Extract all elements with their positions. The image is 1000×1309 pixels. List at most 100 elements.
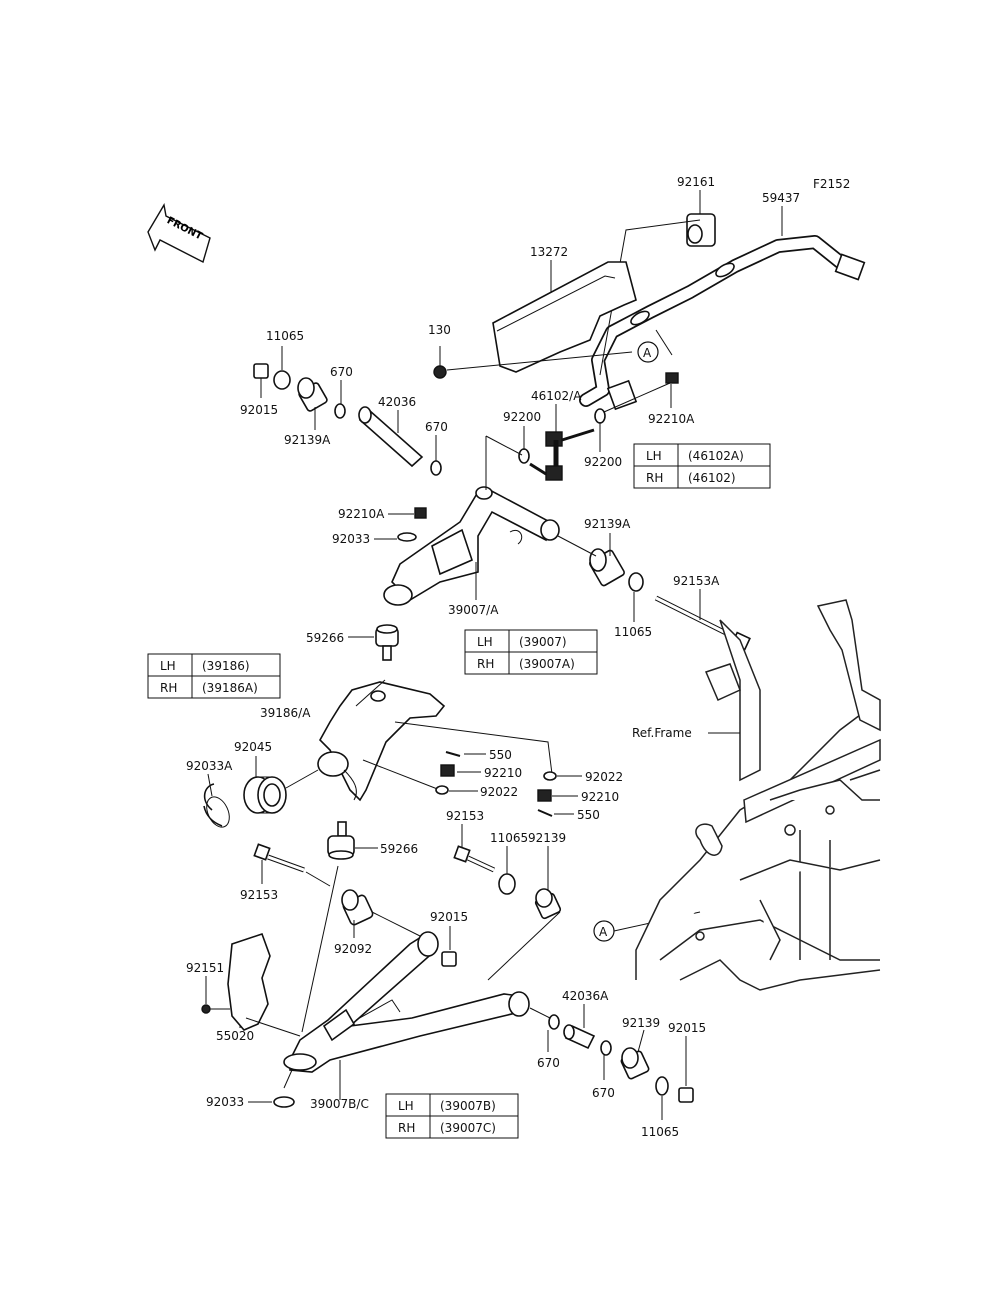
nut-92210a-arm bbox=[414, 507, 427, 519]
label-92092: 92092 bbox=[334, 942, 372, 956]
label-670-a: 670 bbox=[330, 365, 353, 379]
nut-92015-mid bbox=[441, 951, 457, 967]
svg-text:(39007B): (39007B) bbox=[440, 1099, 496, 1113]
collar-42036 bbox=[358, 406, 424, 468]
guard-55020 bbox=[227, 932, 271, 1031]
svg-text:RH: RH bbox=[477, 657, 494, 671]
nut-92210a-upper bbox=[665, 372, 679, 384]
label-92153-b: 92153 bbox=[240, 888, 278, 902]
steering-knuckle bbox=[317, 681, 446, 802]
bushing-92139-lower bbox=[620, 1047, 650, 1080]
label-59437: 59437 bbox=[762, 191, 800, 205]
label-550-b: 550 bbox=[577, 808, 600, 822]
svg-text:RH: RH bbox=[646, 471, 663, 485]
table-39007: LH (39007) RH (39007A) bbox=[464, 629, 598, 675]
table-39007b: LH (39007B) RH (39007C) bbox=[385, 1093, 519, 1139]
bushing-92092 bbox=[341, 889, 374, 926]
label-670-d: 670 bbox=[592, 1086, 615, 1100]
bolt-92153-left bbox=[253, 843, 305, 873]
oring-670-upper-a bbox=[334, 403, 346, 419]
stabilizer-link-46102 bbox=[529, 428, 595, 481]
svg-text:RH: RH bbox=[398, 1121, 415, 1135]
label-11065-b: 11065 bbox=[614, 625, 652, 639]
oring-670-upper-b bbox=[430, 460, 442, 476]
label-92210-a: 92210 bbox=[484, 766, 522, 780]
label-92015-b: 92015 bbox=[430, 910, 468, 924]
label-92210a-b: 92210A bbox=[338, 507, 385, 521]
stabilizer-bar bbox=[579, 235, 866, 411]
label-92139a-a: 92139A bbox=[284, 433, 331, 447]
nut-92015-upper bbox=[253, 363, 269, 379]
skid-plate-13272 bbox=[492, 261, 637, 373]
label-92161: 92161 bbox=[677, 175, 715, 189]
label-92200-a: 92200 bbox=[503, 410, 541, 424]
nut-92210-left bbox=[440, 764, 455, 777]
washer-11065-right bbox=[628, 572, 644, 592]
label-92139-a: 92139 bbox=[528, 831, 566, 845]
figure-code: F2152 bbox=[813, 177, 850, 191]
label-92139a-b: 92139A bbox=[584, 517, 631, 531]
label-42036a: 42036A bbox=[562, 989, 609, 1003]
label-92022-a: 92022 bbox=[480, 785, 518, 799]
lower-a-arm bbox=[283, 931, 530, 1073]
circlip-92033-lower bbox=[273, 1096, 295, 1108]
bushing-92161 bbox=[686, 213, 716, 247]
label-92139-b: 92139 bbox=[622, 1016, 660, 1030]
label-ref-frame: Ref.Frame bbox=[632, 726, 692, 740]
label-92045: 92045 bbox=[234, 740, 272, 754]
circlip-92033-upper bbox=[397, 532, 417, 542]
label-92151: 92151 bbox=[186, 961, 224, 975]
oring-670-lower-b bbox=[600, 1040, 612, 1056]
nut-92015-lower bbox=[678, 1087, 694, 1103]
label-59266-b: 59266 bbox=[380, 842, 418, 856]
bearing-92045 bbox=[243, 776, 287, 814]
washer-92022-right bbox=[543, 771, 557, 781]
label-92210-b: 92210 bbox=[581, 790, 619, 804]
washer-92200-right bbox=[594, 408, 606, 424]
svg-text:LH: LH bbox=[646, 449, 662, 463]
svg-text:(39186A): (39186A) bbox=[202, 681, 258, 695]
label-11065-a: 11065 bbox=[266, 329, 304, 343]
label-92153a: 92153A bbox=[673, 574, 720, 588]
bushing-92139-mid bbox=[534, 888, 562, 920]
svg-text:(39186): (39186) bbox=[202, 659, 250, 673]
label-670-c: 670 bbox=[537, 1056, 560, 1070]
front-arrow-icon: FRONT bbox=[147, 203, 211, 264]
label-39186a: 39186/A bbox=[260, 706, 311, 720]
washer-11065-lower bbox=[655, 1076, 669, 1096]
label-59266-a: 59266 bbox=[306, 631, 344, 645]
label-13272: 13272 bbox=[530, 245, 568, 259]
label-39007bc: 39007B/C bbox=[310, 1097, 369, 1111]
frame-reference bbox=[635, 599, 881, 991]
label-11065-d: 11065 bbox=[641, 1125, 679, 1139]
svg-text:(39007): (39007) bbox=[519, 635, 567, 649]
svg-text:(39007C): (39007C) bbox=[440, 1121, 496, 1135]
label-55020: 55020 bbox=[216, 1029, 254, 1043]
screw-92151 bbox=[201, 1004, 211, 1014]
label-92033a: 92033A bbox=[186, 759, 233, 773]
callout-a-lower: A bbox=[593, 920, 615, 942]
svg-text:LH: LH bbox=[160, 659, 176, 673]
table-46102: LH (46102A) RH (46102) bbox=[633, 443, 771, 489]
upper-a-arm bbox=[383, 486, 560, 606]
nut-92210-right bbox=[537, 789, 552, 802]
label-46102a: 46102/A bbox=[531, 389, 582, 403]
collar-42036a bbox=[563, 1024, 596, 1050]
washer-92022-left bbox=[435, 785, 449, 795]
washer-92200-left bbox=[518, 448, 530, 464]
label-92153-a: 92153 bbox=[446, 809, 484, 823]
label-39007a: 39007/A bbox=[448, 603, 499, 617]
table-39186: LH (39186) RH (39186A) bbox=[147, 653, 281, 699]
bolt-92153-right bbox=[453, 845, 496, 873]
svg-text:LH: LH bbox=[477, 635, 493, 649]
ball-joint-59266-upper bbox=[375, 624, 399, 661]
label-92033-b: 92033 bbox=[206, 1095, 244, 1109]
label-550-a: 550 bbox=[489, 748, 512, 762]
label-11065-c: 11065 bbox=[490, 831, 528, 845]
label-92015-c: 92015 bbox=[668, 1021, 706, 1035]
svg-text:(39007A): (39007A) bbox=[519, 657, 575, 671]
label-92022-b: 92022 bbox=[585, 770, 623, 784]
bushing-92139a-upper bbox=[297, 377, 328, 412]
callout-a-upper: A bbox=[637, 341, 659, 363]
